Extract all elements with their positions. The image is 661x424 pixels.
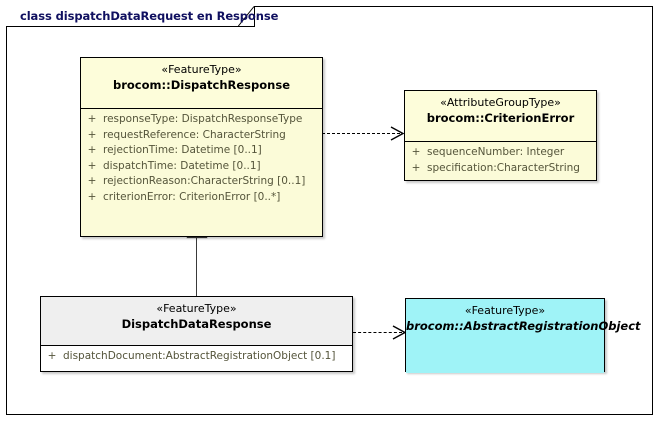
class-header-abstract-registration-object: «FeatureType» brocom::AbstractRegistrati… [406,299,641,373]
attribute-visibility: + [87,190,97,203]
class-header-criterion-error: «AttributeGroupType» brocom::CriterionEr… [405,91,596,142]
diagram-title: class dispatchDataRequest en Response [20,9,279,23]
attribute-visibility: + [87,175,97,187]
class-name-label: brocom::AbstractRegistrationObject [406,319,641,333]
attribute-text: rejectionReason:CharacterString [0..1] [103,175,306,187]
stereotype-label: «FeatureType» [464,304,546,317]
stereotype-label: «FeatureType» [156,302,237,315]
class-attributes-dispatch-data-response: + dispatchDocument:AbstractRegistrationO… [41,346,352,368]
attribute-row: + specification:CharacterString [405,161,596,177]
attribute-row: + rejectionTime: Datetime [0..1] [81,143,322,159]
attribute-visibility: + [411,146,421,158]
diagram-title-tab-slant [238,6,255,27]
attribute-text: responseType: DispatchResponseType [103,113,303,125]
attribute-text: criterionError: CriterionError [0..*] [103,190,281,203]
attribute-text: requestReference: CharacterString [103,128,286,141]
attribute-row: + requestReference: CharacterString [81,128,322,144]
stereotype-label: «FeatureType» [161,63,242,76]
class-box-criterion-error[interactable]: «AttributeGroupType» brocom::CriterionEr… [404,90,597,181]
stereotype-label: «AttributeGroupType» [440,96,561,109]
attribute-row: + sequenceNumber: Integer [405,145,596,161]
class-name-label: brocom::DispatchResponse [113,78,290,92]
attribute-row: + dispatchDocument:AbstractRegistrationO… [41,349,352,365]
attribute-row: + criterionError: CriterionError [0..*] [81,190,322,206]
class-attributes-criterion-error: + sequenceNumber: Integer + specificatio… [405,142,596,179]
attribute-visibility: + [411,161,421,174]
attribute-row: + dispatchTime: Datetime [0..1] [81,159,322,175]
attribute-visibility: + [87,113,97,125]
class-box-dispatch-response[interactable]: «FeatureType» brocom::DispatchResponse +… [80,57,323,237]
attribute-visibility: + [87,159,97,172]
diagram-title-tab: class dispatchDataRequest en Response [6,6,278,27]
attribute-row: + rejectionReason:CharacterString [0..1] [81,174,322,190]
class-attributes-dispatch-response: + responseType: DispatchResponseType + r… [81,109,322,208]
attribute-visibility: + [87,144,97,156]
diagram-frame [6,6,653,415]
attribute-visibility: + [87,128,97,141]
attribute-row: + responseType: DispatchResponseType [81,112,322,128]
class-header-dispatch-data-response: «FeatureType» DispatchDataResponse [41,297,352,346]
diagram-title-tab-body [6,6,238,27]
attribute-text: dispatchTime: Datetime [0..1] [103,159,261,172]
attribute-visibility: + [47,350,57,362]
attribute-text: rejectionTime: Datetime [0..1] [103,144,262,156]
class-name-label: brocom::CriterionError [426,111,575,125]
class-name-label: DispatchDataResponse [121,317,272,331]
class-box-dispatch-data-response[interactable]: «FeatureType» DispatchDataResponse + dis… [40,296,353,372]
class-header-dispatch-response: «FeatureType» brocom::DispatchResponse [81,58,322,109]
attribute-text: specification:CharacterString [427,161,580,174]
attribute-text: dispatchDocument:AbstractRegistrationObj… [63,350,336,362]
class-box-abstract-registration-object[interactable]: «FeatureType» brocom::AbstractRegistrati… [405,298,641,373]
attribute-text: sequenceNumber: Integer [427,146,565,158]
